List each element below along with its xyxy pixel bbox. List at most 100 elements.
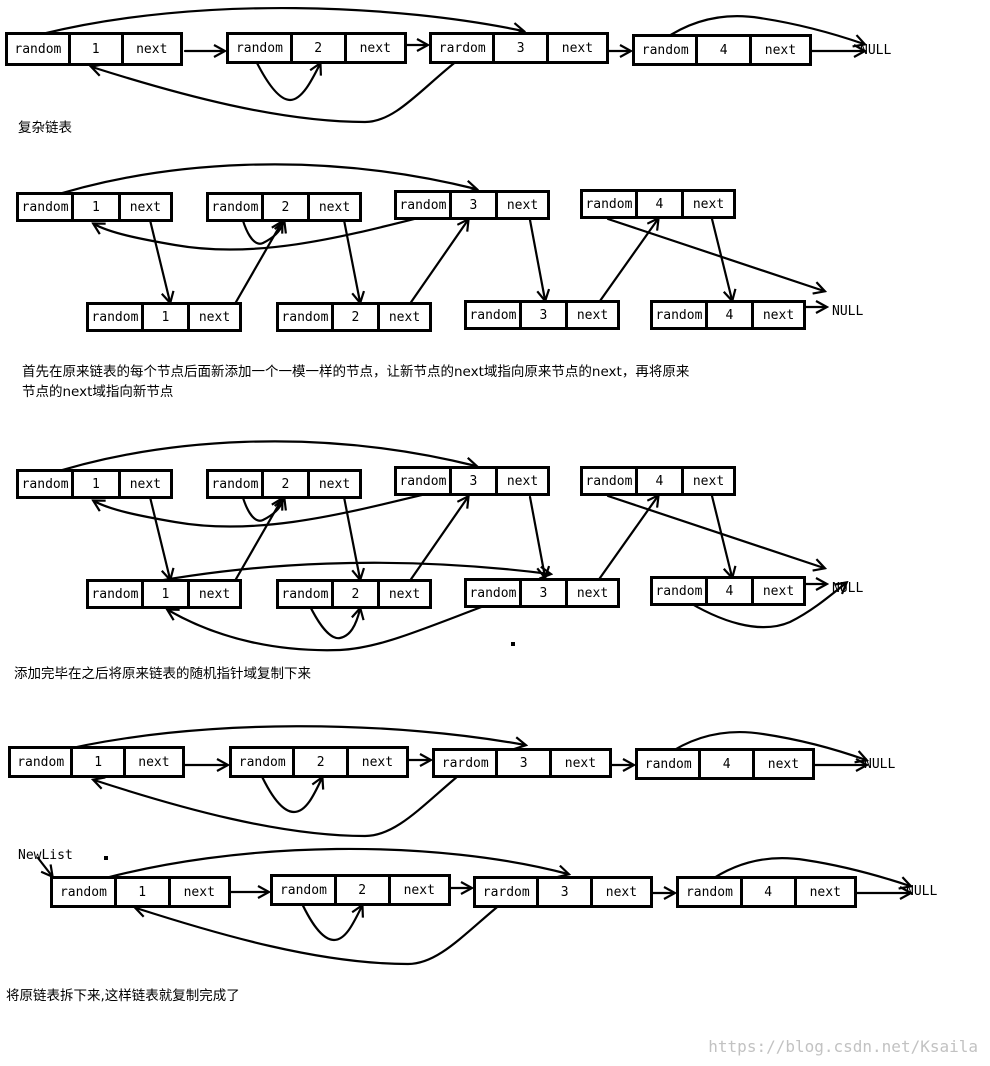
node-next-field: next <box>120 35 180 63</box>
null-label-3: NULL <box>832 581 864 596</box>
caption-step2: 添加完毕在之后将原来链表的随机指针域复制下来 <box>14 666 311 682</box>
node-next-field: next <box>117 195 170 219</box>
node-next-field: next <box>793 879 854 905</box>
node-random-field: rardom <box>482 884 530 900</box>
node-random-field: random <box>585 473 633 489</box>
pointer-arrow <box>405 220 468 310</box>
node-value-field: 4 <box>695 37 748 63</box>
pointer-arrow <box>710 494 732 577</box>
pointer-arrow <box>593 219 658 310</box>
node-random-field: random <box>21 476 69 492</box>
pointer-arrow <box>663 730 866 760</box>
node-random-field: random <box>238 754 286 770</box>
node-next-field: next <box>548 751 609 775</box>
node-random-field: random <box>21 199 69 215</box>
pointer-arrow <box>606 494 824 568</box>
pointer-arrow <box>236 197 284 245</box>
pointer-arrow <box>593 496 658 587</box>
node-value-field: 4 <box>634 192 681 216</box>
node-next-field: next <box>345 749 406 775</box>
pointer-arrow <box>148 495 170 579</box>
pointer-arrow <box>528 495 545 577</box>
pointer-arrow <box>94 491 432 528</box>
node-next-field: next <box>751 579 803 603</box>
node-next-field: next <box>122 749 182 775</box>
node-value-field: 2 <box>330 582 377 606</box>
node-random-field: random <box>91 586 139 602</box>
pointer-arrow <box>148 218 170 302</box>
node-value-field: 1 <box>140 305 187 329</box>
node-value-field: 4 <box>739 879 794 905</box>
node-value-field: 4 <box>634 469 681 493</box>
pointer-arrow <box>38 163 476 202</box>
pointer-arrow <box>706 856 910 886</box>
node-value-field: 3 <box>518 581 565 605</box>
null-label-1: NULL <box>860 43 892 58</box>
node-next-field: next <box>343 35 404 61</box>
node-next-field: next <box>377 582 429 606</box>
pointer-arrow <box>296 893 362 942</box>
node-value-field: 2 <box>260 195 307 219</box>
node-random-field: random <box>585 196 633 212</box>
node-random-field: random <box>211 199 259 215</box>
node-value-field: 1 <box>70 749 123 775</box>
node-next-field: next <box>589 879 650 905</box>
pointer-arrow <box>36 856 52 876</box>
pointer-arrow <box>40 6 523 34</box>
pointer-arrow <box>236 474 284 522</box>
pointer-arrow <box>528 218 545 300</box>
node-random-field: random <box>685 884 733 900</box>
node-value-field: 4 <box>704 303 751 327</box>
node-next-field: next <box>187 582 239 606</box>
node-value-field: 2 <box>333 877 388 903</box>
node-random-field: random <box>211 476 259 492</box>
node-next-field: next <box>545 35 606 61</box>
caption-step3: 将原链表拆下来,这样链表就复制完成了 <box>6 988 240 1004</box>
node-random-field: random <box>399 197 447 213</box>
pointer-arrow <box>405 497 468 587</box>
node-next-field: next <box>307 195 359 219</box>
node-random-field: random <box>655 307 703 323</box>
caption-step1-line1: 首先在原来链表的每个节点后面新添加一个一模一样的节点，让新节点的next域指向原… <box>22 364 690 380</box>
node-value-field: 3 <box>518 303 565 327</box>
node-random-field: rardom <box>441 755 489 771</box>
node-value-field: 4 <box>704 579 751 603</box>
node-random-field: random <box>644 756 692 772</box>
node-random-field: random <box>641 42 689 58</box>
pointer-arrow <box>661 14 864 44</box>
node-random-field: random <box>281 309 329 325</box>
pointer-arrow <box>251 53 320 102</box>
node-random-field: random <box>655 583 703 599</box>
node-value-field: 1 <box>71 195 118 219</box>
node-random-field: random <box>17 754 65 770</box>
node-random-field: random <box>14 41 62 57</box>
pointer-arrow <box>606 217 824 291</box>
null-label-4: NULL <box>864 757 896 772</box>
pointer-arrow <box>38 440 476 479</box>
pointer-arrow <box>304 596 360 640</box>
node-value-field: 1 <box>113 879 168 905</box>
node-value-field: 1 <box>67 35 121 63</box>
pointer-arrow <box>256 766 322 814</box>
node-value-field: 2 <box>289 35 344 61</box>
node-value-field: 2 <box>292 749 345 775</box>
node-random-field: random <box>235 40 283 56</box>
newlist-head-label: NewList <box>18 848 73 863</box>
